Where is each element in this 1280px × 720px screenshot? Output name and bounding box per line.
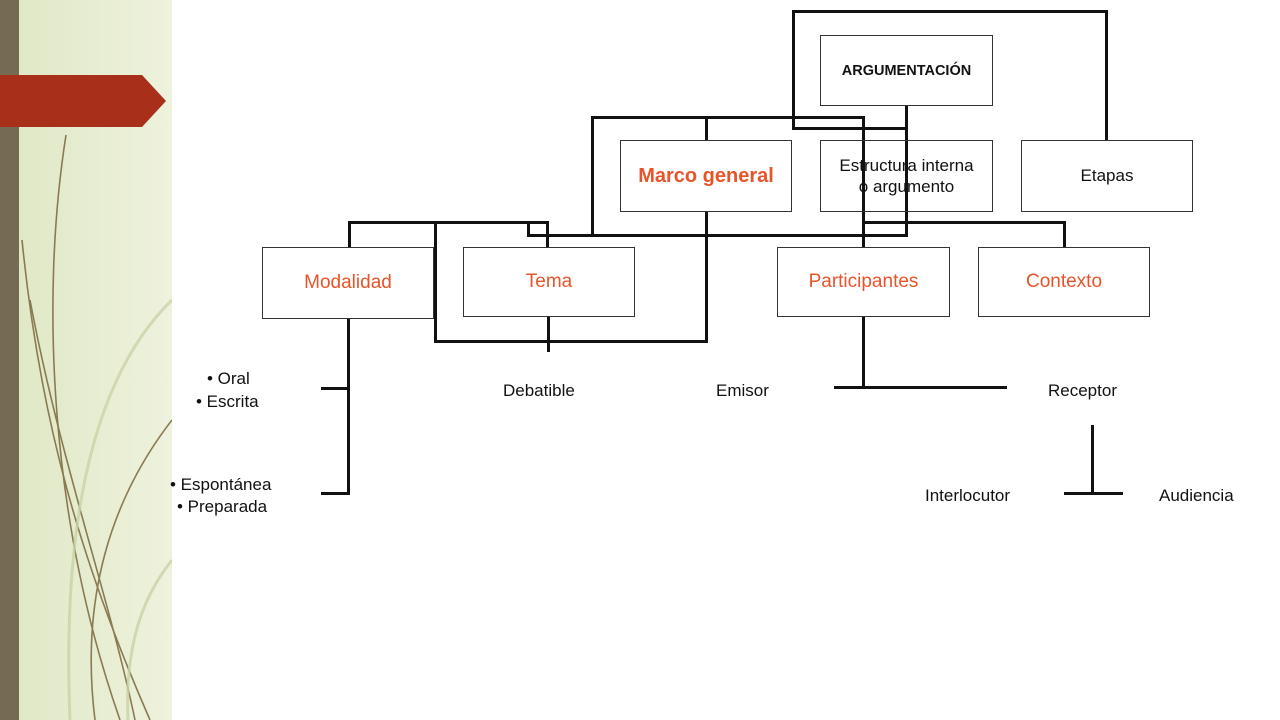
connector-line xyxy=(546,221,549,247)
connector-line xyxy=(705,116,708,140)
node-modalidad: Modalidad xyxy=(262,247,434,319)
label-preparada: • Preparada xyxy=(177,497,268,516)
label-receptor: Receptor xyxy=(1048,381,1117,400)
connector-line xyxy=(348,221,351,247)
connector-line xyxy=(321,492,350,495)
node-marco-general-label: Marco general xyxy=(638,164,774,187)
label-debatible: Debatible xyxy=(503,381,575,400)
connector-line xyxy=(705,210,708,343)
connector-line xyxy=(434,222,437,342)
node-tema-label: Tema xyxy=(525,271,573,292)
connector-line xyxy=(1105,10,1108,140)
node-contexto: Contexto xyxy=(978,247,1150,317)
connector-line xyxy=(1091,425,1094,495)
node-contexto-label: Contexto xyxy=(1025,271,1103,292)
label-emisor: Emisor xyxy=(716,381,769,400)
label-espontanea: • Espontánea xyxy=(170,475,272,494)
connector-line xyxy=(862,221,1066,224)
connector-line xyxy=(792,10,795,129)
connector-line xyxy=(792,127,908,130)
node-argumentacion: ARGUMENTACIÓN xyxy=(820,35,993,106)
node-estructura-interna: Estructura interna o argumento xyxy=(820,140,993,212)
connector-line xyxy=(862,116,865,247)
connector-line xyxy=(591,116,865,119)
connector-line xyxy=(862,316,865,388)
connector-line xyxy=(1064,492,1123,495)
connector-line xyxy=(348,221,548,224)
node-participantes-label: Participantes xyxy=(808,271,919,292)
red-arrow-marker xyxy=(0,75,166,127)
node-participantes: Participantes xyxy=(777,247,950,317)
node-argumentacion-label: ARGUMENTACIÓN xyxy=(841,62,972,79)
decorative-side-panel xyxy=(0,0,172,720)
node-etapas: Etapas xyxy=(1021,140,1193,212)
label-escrita: • Escrita xyxy=(196,392,259,411)
connector-line xyxy=(434,340,708,343)
label-oral: • Oral xyxy=(207,369,250,388)
connector-line xyxy=(792,10,1108,13)
connector-line xyxy=(1063,221,1066,247)
connector-line xyxy=(905,106,908,236)
label-interlocutor: Interlocutor xyxy=(925,486,1011,505)
connector-line xyxy=(347,318,350,495)
connector-line xyxy=(527,234,908,237)
node-modalidad-label: Modalidad xyxy=(304,272,392,293)
connector-line xyxy=(321,387,350,390)
connector-line xyxy=(834,386,1007,389)
node-tema: Tema xyxy=(463,247,635,317)
node-etapas-label: Etapas xyxy=(1080,166,1134,185)
connector-line xyxy=(591,116,594,236)
connector-line xyxy=(547,316,550,352)
side-stripe xyxy=(0,0,19,720)
node-estructura-line1: Estructura interna xyxy=(839,156,974,175)
connector-line xyxy=(527,221,530,237)
grass-strands xyxy=(21,134,172,720)
label-audiencia: Audiencia xyxy=(1159,486,1234,505)
node-marco-general: Marco general xyxy=(620,140,792,212)
node-estructura-line2: o argumento xyxy=(858,177,955,196)
